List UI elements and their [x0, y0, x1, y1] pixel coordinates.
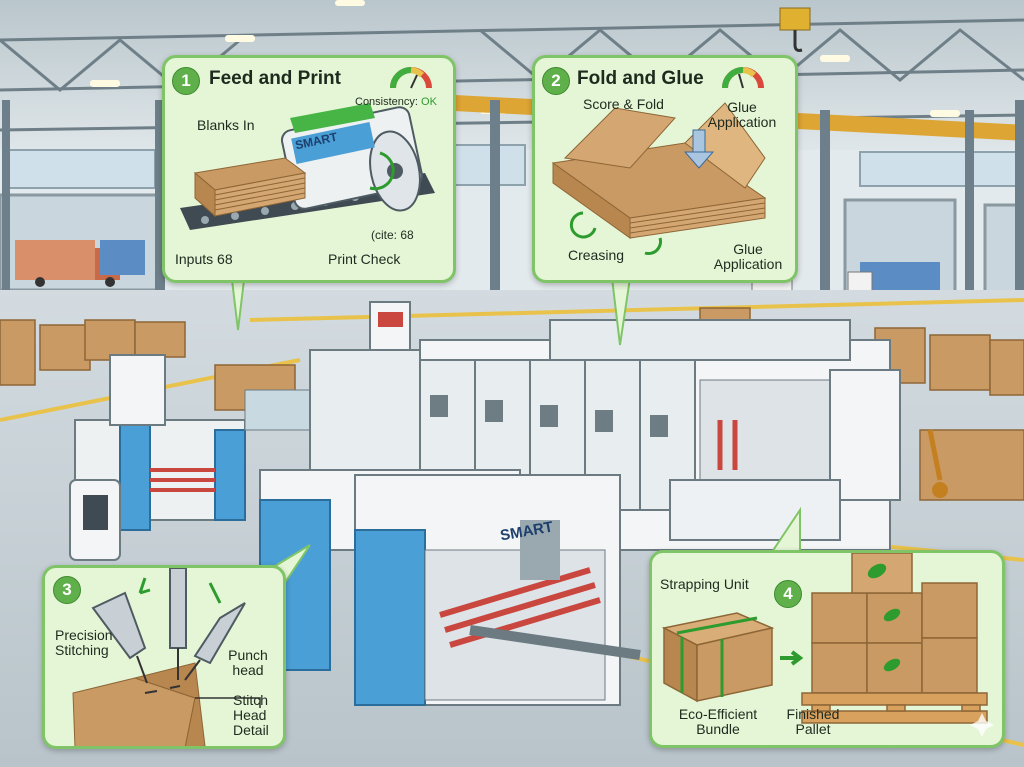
step-number-badge: 3	[53, 576, 81, 604]
cite-label: (cite: 68	[371, 228, 414, 242]
glue-application-bottom-label: Glue Application	[713, 241, 783, 272]
panel-strapping-and-pallet: Strapping Unit 4 Eco-Efficient Bundle Fi…	[649, 550, 1005, 748]
sparkle-icon	[970, 713, 994, 737]
blanks-in-label: Blanks In	[197, 117, 255, 133]
down-arrow-icon	[683, 129, 715, 169]
rotate-arrow-icon	[138, 577, 151, 595]
feed-print-art	[180, 67, 435, 230]
panel-fold-and-glue: 2 Fold and Glue Score & Fold Glue Applic…	[532, 55, 798, 283]
glue-application-top-label: Glue Application	[707, 99, 777, 130]
cardboard-stacks	[0, 307, 1024, 501]
fold-glue-art	[551, 67, 767, 255]
step-number-badge: 2	[542, 67, 570, 95]
panel-title: Fold and Glue	[577, 68, 704, 89]
panel-feed-and-print: 1 Feed and Print Consistency: OK Blanks …	[162, 55, 456, 283]
punch-head-label: Punch head	[228, 647, 268, 678]
strapping-unit-label: Strapping Unit	[660, 576, 749, 592]
stitch-head-detail-label: Stitch Head Detail	[233, 692, 269, 738]
inputs-label: Inputs 68	[175, 251, 233, 267]
gauge-icon	[390, 67, 432, 89]
score-fold-label: Score & Fold	[583, 96, 664, 112]
step-number-badge: 1	[172, 67, 200, 95]
leaf-icon	[867, 563, 901, 672]
right-arrow-icon	[780, 650, 804, 666]
finished-pallet-label: Finished Pallet	[786, 706, 840, 737]
step-number-badge: 4	[774, 580, 802, 608]
rotate-arrow-icon	[369, 151, 395, 191]
panel-title: Feed and Print	[209, 68, 341, 89]
gauge-icon	[722, 67, 764, 89]
precision-stitching-label: Precision Stitching	[55, 627, 113, 658]
rotate-arrow-icon	[644, 237, 662, 255]
stitching-art	[72, 568, 261, 746]
stitcher-machine	[259, 469, 641, 706]
panel-precision-stitching: 3 Precision Stitching Punch head Stitch …	[42, 565, 286, 749]
eco-efficient-bundle-label: Eco-Efficient Bundle	[678, 706, 758, 737]
creasing-label: Creasing	[568, 247, 625, 263]
strapping-pallet-art	[661, 553, 994, 737]
print-check-label: Print Check	[328, 251, 401, 267]
rotate-arrow-icon	[569, 211, 597, 239]
consistency-status: Consistency: OK	[355, 96, 437, 108]
